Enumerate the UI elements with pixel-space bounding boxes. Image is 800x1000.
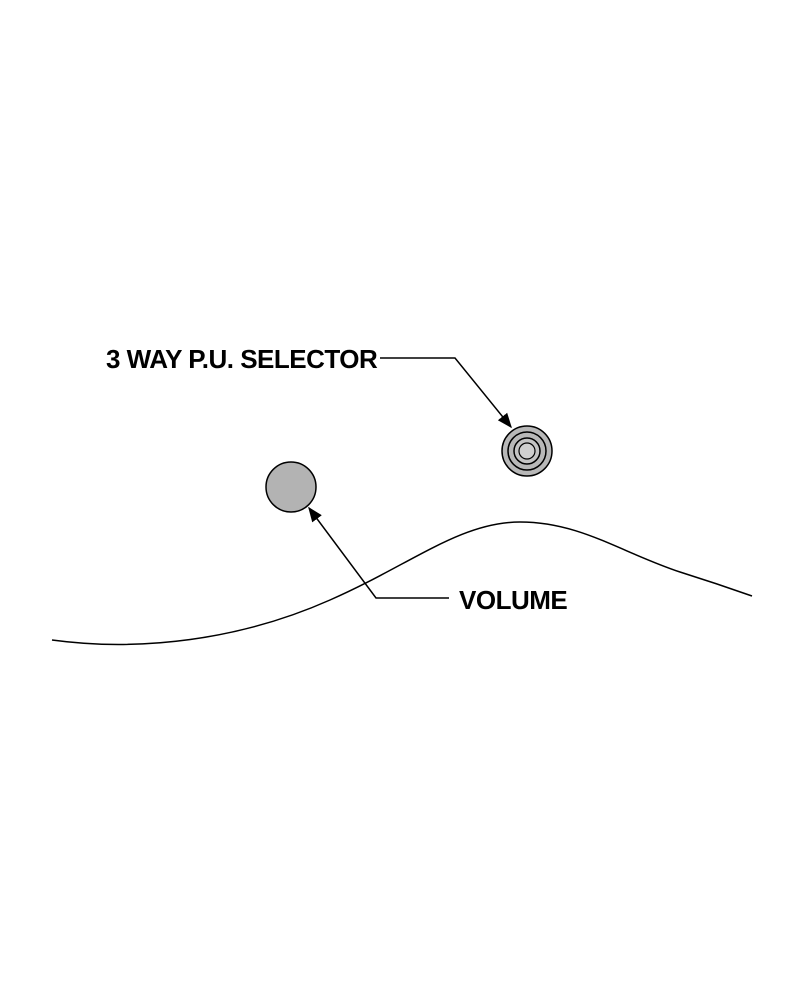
volume-knob [265, 461, 317, 513]
volume-callout-label: VOLUME [459, 585, 567, 615]
selector-callout-label: 3 WAY P.U. SELECTOR [106, 344, 378, 374]
volume-leader-line [308, 506, 449, 599]
body-outline-curve [51, 521, 753, 646]
selector-switch [501, 425, 553, 477]
selector-leader-line [380, 357, 512, 429]
